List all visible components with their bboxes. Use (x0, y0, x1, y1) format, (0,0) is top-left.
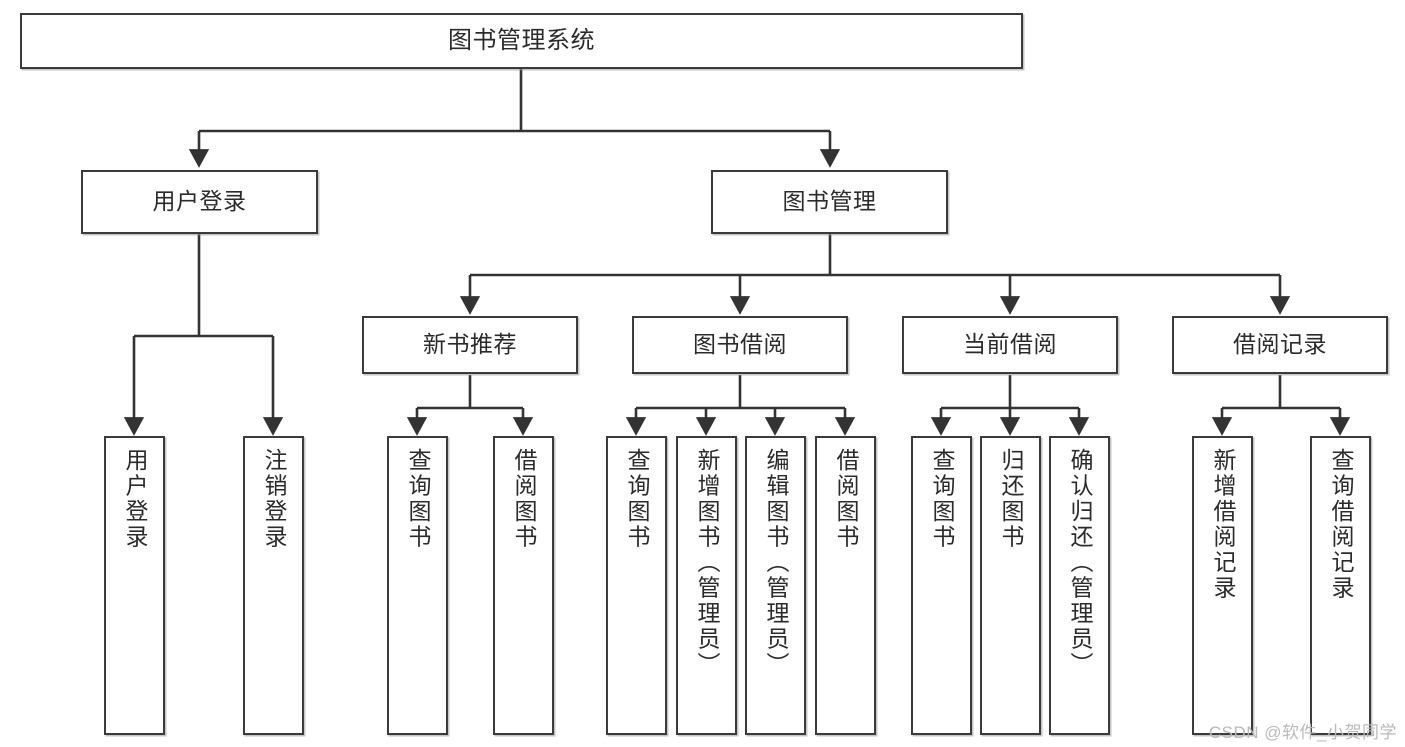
node-label: 新增图书（管理员） (694, 448, 720, 678)
node-leaf-add-borrow-record[interactable]: 新增借阅记录 (1192, 436, 1253, 735)
node-label: 新书推荐 (423, 331, 517, 358)
node-label: 编辑图书（管理员） (763, 448, 789, 678)
node-label: 查询图书 (405, 448, 431, 550)
node-label: 查询借阅记录 (1328, 448, 1354, 601)
node-leaf-edit-book-admin[interactable]: 编辑图书（管理员） (745, 436, 806, 735)
node-label: 借阅图书 (511, 448, 537, 550)
node-leaf-borrow-book[interactable]: 借阅图书 (815, 436, 876, 735)
node-user-login[interactable]: 用户登录 (81, 170, 318, 234)
node-root-book-management-system[interactable]: 图书管理系统 (20, 13, 1023, 69)
node-label: 图书借阅 (693, 331, 787, 358)
node-leaf-return-book[interactable]: 归还图书 (980, 436, 1041, 735)
node-label: 查询图书 (929, 448, 955, 550)
node-leaf-query-book-borrow[interactable]: 查询图书 (606, 436, 667, 735)
node-leaf-query-borrow-record[interactable]: 查询借阅记录 (1310, 436, 1371, 735)
node-label: 借阅图书 (833, 448, 859, 550)
node-label: 查询图书 (624, 448, 650, 550)
node-label: 借阅记录 (1233, 331, 1327, 358)
node-borrow-record[interactable]: 借阅记录 (1172, 316, 1388, 374)
node-leaf-user-login[interactable]: 用户登录 (104, 436, 165, 735)
node-leaf-logout-login[interactable]: 注销登录 (243, 436, 304, 735)
node-leaf-query-book-recommend[interactable]: 查询图书 (387, 436, 448, 735)
node-book-borrow[interactable]: 图书借阅 (632, 316, 848, 374)
node-current-borrow[interactable]: 当前借阅 (902, 316, 1118, 374)
node-leaf-query-book-current[interactable]: 查询图书 (911, 436, 972, 735)
node-leaf-add-book-admin[interactable]: 新增图书（管理员） (676, 436, 737, 735)
node-label: 用户登录 (152, 188, 247, 215)
node-book-management[interactable]: 图书管理 (711, 170, 948, 234)
node-label: 图书管理 (782, 188, 877, 215)
node-label: 新增借阅记录 (1210, 448, 1236, 601)
node-label: 归还图书 (998, 448, 1024, 550)
node-label: 用户登录 (122, 448, 148, 550)
node-leaf-confirm-return-admin[interactable]: 确认归还（管理员） (1049, 436, 1110, 735)
watermark: CSDN @软件_小贺同学 (1208, 723, 1397, 742)
node-leaf-borrow-book-recommend[interactable]: 借阅图书 (493, 436, 554, 735)
node-label: 注销登录 (261, 448, 287, 550)
node-new-book-recommend[interactable]: 新书推荐 (362, 316, 578, 374)
node-label: 确认归还（管理员） (1067, 448, 1093, 678)
node-label: 图书管理系统 (448, 26, 595, 54)
node-label: 当前借阅 (963, 331, 1057, 358)
